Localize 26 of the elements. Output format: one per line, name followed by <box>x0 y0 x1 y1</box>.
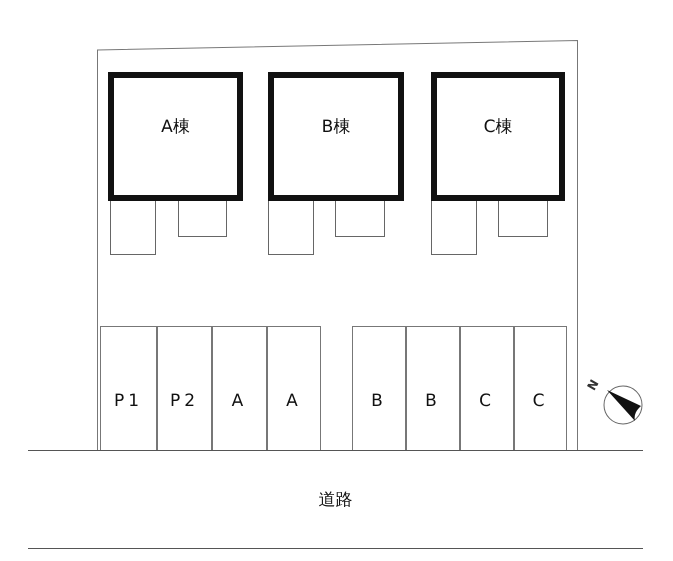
road <box>28 450 643 549</box>
parking-label: C <box>532 390 548 410</box>
building-outline <box>268 72 404 201</box>
parking-label: C <box>479 390 495 410</box>
parking-label: A <box>232 390 248 410</box>
building-outline <box>431 72 565 201</box>
north-label: N <box>584 377 602 393</box>
parking-space <box>406 326 460 450</box>
parking-space <box>460 326 514 450</box>
parking-space <box>352 326 406 450</box>
parking-label: B <box>371 390 387 410</box>
parking-label: P2 <box>170 390 200 410</box>
parking-space <box>100 326 157 450</box>
parking-space <box>212 326 267 450</box>
parking-space <box>267 326 321 450</box>
parking-space <box>514 326 567 450</box>
parking-label: A <box>286 390 302 410</box>
parking-space <box>157 326 212 450</box>
building-name: B棟 <box>322 116 350 138</box>
building-outline <box>108 72 243 201</box>
parking-label: B <box>425 390 441 410</box>
building-name: A棟 <box>161 116 190 138</box>
site-boundary <box>97 40 578 450</box>
building-name: C棟 <box>484 116 512 138</box>
road-label: 道路 <box>318 489 352 511</box>
parking-label: P1 <box>114 390 144 410</box>
